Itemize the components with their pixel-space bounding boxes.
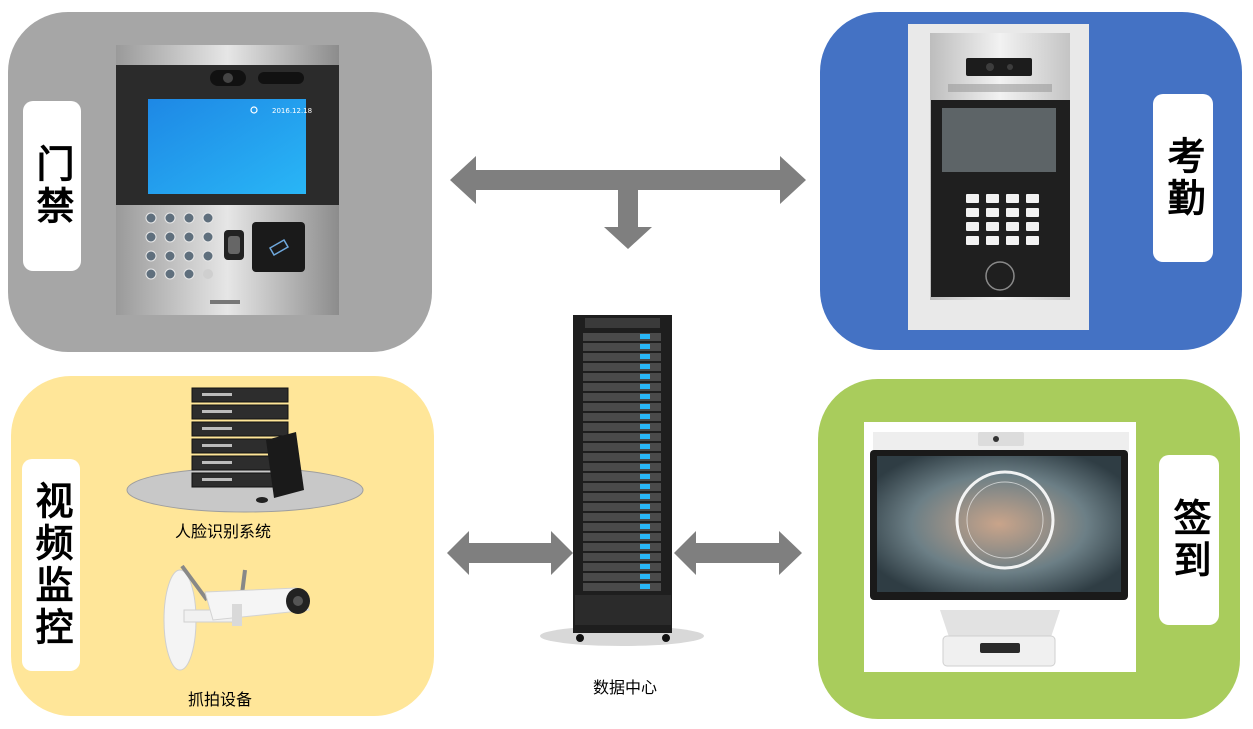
right-double-arrow [674,531,802,575]
face-recognition-system-caption: 人脸识别系统 [175,522,272,541]
video-surveillance-label: 视频监控 [29,481,73,649]
attendance-label-card: 考勤 [1153,94,1213,262]
left-double-arrow [447,531,573,575]
video-surveillance-label-card: 视频监控 [22,459,80,671]
capture-device-caption: 抓拍设备 [188,690,253,709]
sign-in-label-card: 签到 [1159,455,1219,625]
face-recognition-system-image [126,387,364,513]
attendance-device-image [908,24,1089,330]
attendance-label: 考勤 [1161,136,1205,220]
access-control-label-card: 门禁 [23,101,81,271]
sign-in-terminal-image [864,422,1136,672]
top-horizontal-double-arrow [450,156,806,204]
down-arrow-to-data-center [604,188,652,249]
screen-time-text: 2016.12.18 [272,107,312,115]
capture-camera-image [163,564,310,671]
access-control-device-image: 2016.12.18 [116,45,339,315]
data-center-caption: 数据中心 [593,678,658,697]
access-control-label: 门禁 [30,144,74,228]
data-center-server-image [540,315,704,646]
sign-in-label: 签到 [1167,498,1211,582]
